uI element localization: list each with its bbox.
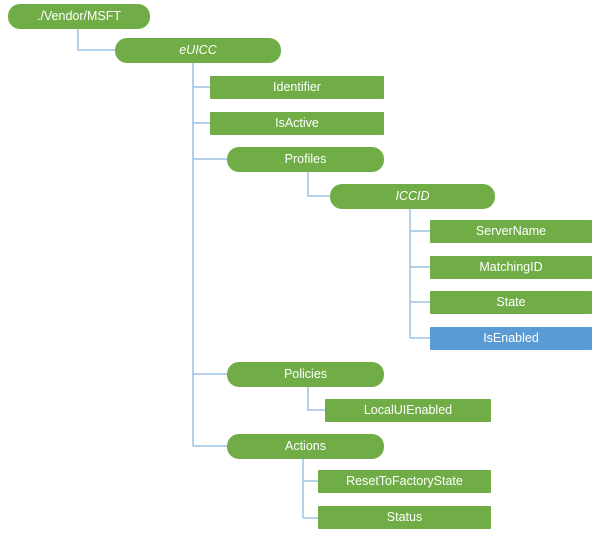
node-isenabled: IsEnabled: [430, 327, 592, 350]
node-state: State: [430, 291, 592, 314]
node-actions: Actions: [227, 434, 384, 459]
node-status: Status: [318, 506, 491, 529]
node-isactive: IsActive: [210, 112, 384, 135]
node-vendor-msft: ./Vendor/MSFT: [8, 4, 150, 29]
node-euicc: eUICC: [115, 38, 281, 63]
node-servername: ServerName: [430, 220, 592, 243]
connector-profiles-iccid: [307, 172, 330, 197]
node-iccid: ICCID: [330, 184, 495, 209]
node-profiles: Profiles: [227, 147, 384, 172]
node-policies: Policies: [227, 362, 384, 387]
node-matchingid: MatchingID: [430, 256, 592, 279]
connector-root-euicc: [77, 29, 115, 51]
connector-policies-localuienabled: [307, 387, 325, 411]
node-resettofactorystate: ResetToFactoryState: [318, 470, 491, 493]
node-localuienabled: LocalUIEnabled: [325, 399, 491, 422]
node-identifier: Identifier: [210, 76, 384, 99]
